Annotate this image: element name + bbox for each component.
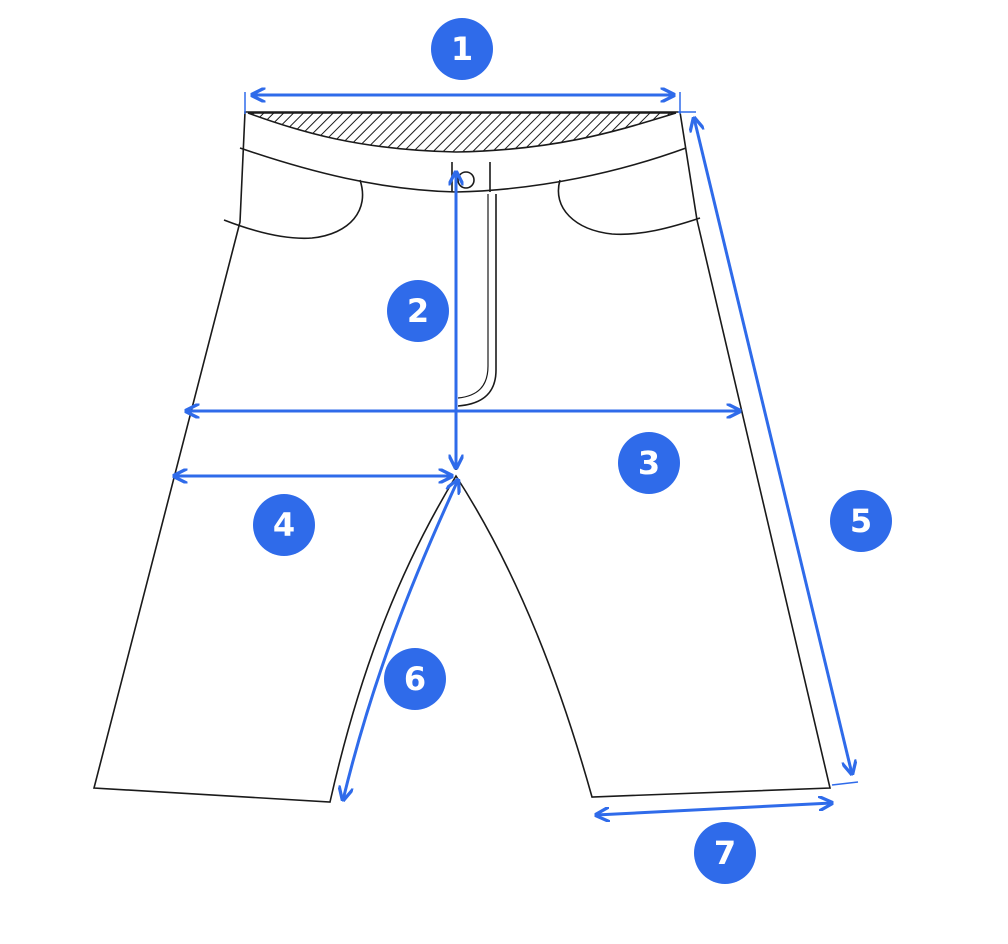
marker-6-label: 6	[403, 660, 427, 698]
right-pocket	[557, 179, 701, 236]
shorts-outline	[92, 111, 832, 803]
marker-1: 1	[431, 18, 493, 80]
left-pocket	[223, 179, 364, 240]
shorts-body	[92, 111, 832, 803]
measure-5-outseam	[694, 118, 852, 774]
marker-6: 6	[384, 648, 446, 710]
marker-5: 5	[830, 490, 892, 552]
marker-2: 2	[387, 280, 449, 342]
marker-4-label: 4	[272, 506, 296, 544]
marker-3-label: 3	[637, 444, 661, 482]
marker-7-label: 7	[713, 834, 737, 872]
marker-1-label: 1	[450, 30, 474, 68]
marker-3: 3	[618, 432, 680, 494]
marker-4: 4	[253, 494, 315, 556]
marker-5-label: 5	[849, 502, 873, 540]
button-icon	[457, 171, 475, 189]
marker-7: 7	[694, 822, 756, 884]
marker-2-label: 2	[406, 292, 430, 330]
measure-6-inseam	[343, 480, 458, 800]
waistband-hatch	[247, 112, 677, 153]
measure-5-tick-bottom	[831, 781, 859, 786]
measurement-lines	[174, 92, 859, 815]
fly-stitch-inner	[457, 194, 489, 399]
measure-7-leg-opening	[596, 803, 832, 815]
